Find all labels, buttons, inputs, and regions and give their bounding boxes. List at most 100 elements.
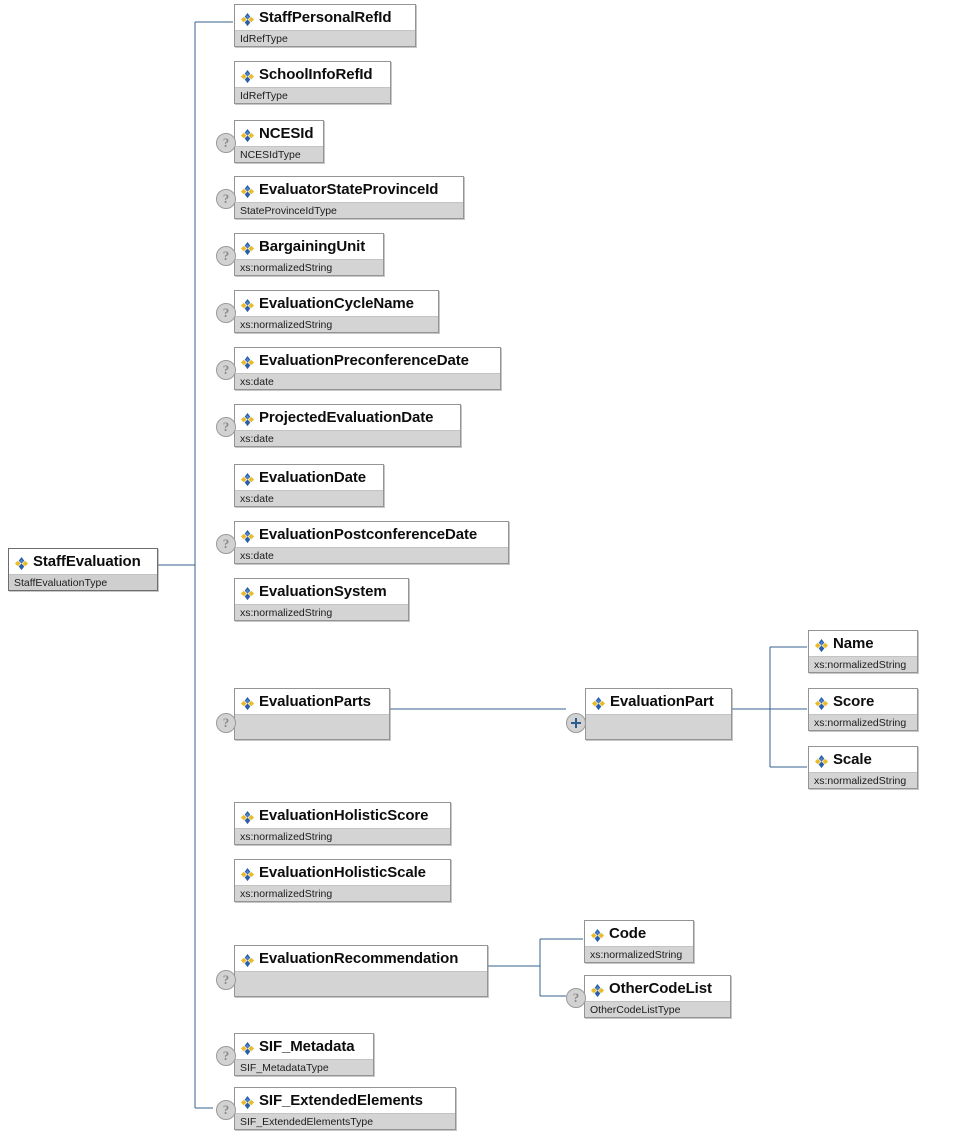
xsd-element-icon xyxy=(240,10,255,27)
node-type xyxy=(235,971,487,996)
node-title: EvaluationCycleName xyxy=(235,291,438,316)
node-label: EvaluationCycleName xyxy=(259,294,414,312)
node-label: EvaluationRecommendation xyxy=(259,949,459,967)
node-label: EvaluationSystem xyxy=(259,582,387,600)
xsd-element-icon xyxy=(590,981,605,998)
optional-marker-evaluationrecommendation[interactable]: ? xyxy=(216,970,236,990)
node-type: StaffEvaluationType xyxy=(9,574,157,590)
node-title: NCESId xyxy=(235,121,323,146)
node-evaluationsystem[interactable]: EvaluationSystem xs:normalizedString xyxy=(234,578,409,621)
node-title: EvaluationPostconferenceDate xyxy=(235,522,508,547)
node-evaluationrecommendation[interactable]: EvaluationRecommendation xyxy=(234,945,488,997)
xsd-element-icon xyxy=(240,239,255,256)
xsd-element-icon xyxy=(240,584,255,601)
node-type: NCESIdType xyxy=(235,146,323,162)
optional-marker-evaluationcyclename[interactable]: ? xyxy=(216,303,236,323)
node-title: EvaluationPart xyxy=(586,689,731,714)
xsd-element-icon xyxy=(814,636,829,653)
node-title: SIF_Metadata xyxy=(235,1034,373,1059)
xsd-element-icon xyxy=(814,694,829,711)
node-title: EvaluatorStateProvinceId xyxy=(235,177,463,202)
optional-marker-sif-extendedelements[interactable]: ? xyxy=(216,1100,236,1120)
node-type: OtherCodeListType xyxy=(585,1001,730,1017)
node-title: BargainingUnit xyxy=(235,234,383,259)
node-title: StaffPersonalRefId xyxy=(235,5,415,30)
node-type: SIF_MetadataType xyxy=(235,1059,373,1075)
optional-marker-othercodelist[interactable]: ? xyxy=(566,988,586,1008)
node-label: StaffPersonalRefId xyxy=(259,8,392,26)
optional-marker-sif-metadata[interactable]: ? xyxy=(216,1046,236,1066)
node-type xyxy=(235,714,389,739)
xsd-element-icon xyxy=(240,182,255,199)
node-label: EvaluationPreconferenceDate xyxy=(259,351,469,369)
node-evaluationparts[interactable]: EvaluationParts xyxy=(234,688,390,740)
xsd-element-icon xyxy=(240,67,255,84)
xsd-element-icon xyxy=(590,926,605,943)
optional-marker-bargainingunit[interactable]: ? xyxy=(216,246,236,266)
xsd-element-icon xyxy=(240,808,255,825)
node-title: Code xyxy=(585,921,693,946)
xsd-element-icon xyxy=(240,1039,255,1056)
xsd-element-icon xyxy=(240,1093,255,1110)
node-title: EvaluationDate xyxy=(235,465,383,490)
optional-marker-evaluationpostconferencedate[interactable]: ? xyxy=(216,534,236,554)
node-type: xs:normalizedString xyxy=(235,604,408,620)
node-label: EvaluatorStateProvinceId xyxy=(259,180,439,198)
node-type: xs:normalizedString xyxy=(235,828,450,844)
node-type: IdRefType xyxy=(235,87,390,103)
node-title: EvaluationHolisticScore xyxy=(235,803,450,828)
node-type: xs:normalizedString xyxy=(585,946,693,962)
node-label: OtherCodeList xyxy=(609,979,712,997)
node-label: EvaluationPart xyxy=(610,692,714,710)
xsd-element-icon xyxy=(240,527,255,544)
xsd-element-icon xyxy=(240,296,255,313)
optional-marker-evaluationparts[interactable]: ? xyxy=(216,713,236,733)
expand-evaluationpart-button[interactable] xyxy=(566,713,586,733)
optional-marker-evaluatorstateprovinceid[interactable]: ? xyxy=(216,189,236,209)
node-label: SchoolInfoRefId xyxy=(259,65,373,83)
optional-marker-ncesid[interactable]: ? xyxy=(216,133,236,153)
node-label: EvaluationHolisticScale xyxy=(259,863,426,881)
node-type: xs:date xyxy=(235,547,508,563)
xsd-element-icon xyxy=(240,410,255,427)
node-type: SIF_ExtendedElementsType xyxy=(235,1113,455,1129)
xsd-element-icon xyxy=(240,470,255,487)
node-label: StaffEvaluation xyxy=(33,552,141,570)
node-type: xs:date xyxy=(235,430,460,446)
node-type xyxy=(586,714,731,739)
node-staffevaluation[interactable]: StaffEvaluation StaffEvaluationType xyxy=(8,548,158,591)
optional-marker-evaluationpreconferencedate[interactable]: ? xyxy=(216,360,236,380)
node-type: IdRefType xyxy=(235,30,415,46)
node-title: StaffEvaluation xyxy=(9,549,157,574)
node-evaluationpart[interactable]: EvaluationPart xyxy=(585,688,732,740)
node-label: EvaluationDate xyxy=(259,468,366,486)
xsd-element-icon xyxy=(240,126,255,143)
node-type: StateProvinceIdType xyxy=(235,202,463,218)
optional-marker-projectedevaluationdate[interactable]: ? xyxy=(216,417,236,437)
node-type: xs:normalizedString xyxy=(809,656,917,672)
xsd-element-icon xyxy=(240,353,255,370)
xsd-element-icon xyxy=(591,694,606,711)
node-title: EvaluationParts xyxy=(235,689,389,714)
node-title: Score xyxy=(809,689,917,714)
